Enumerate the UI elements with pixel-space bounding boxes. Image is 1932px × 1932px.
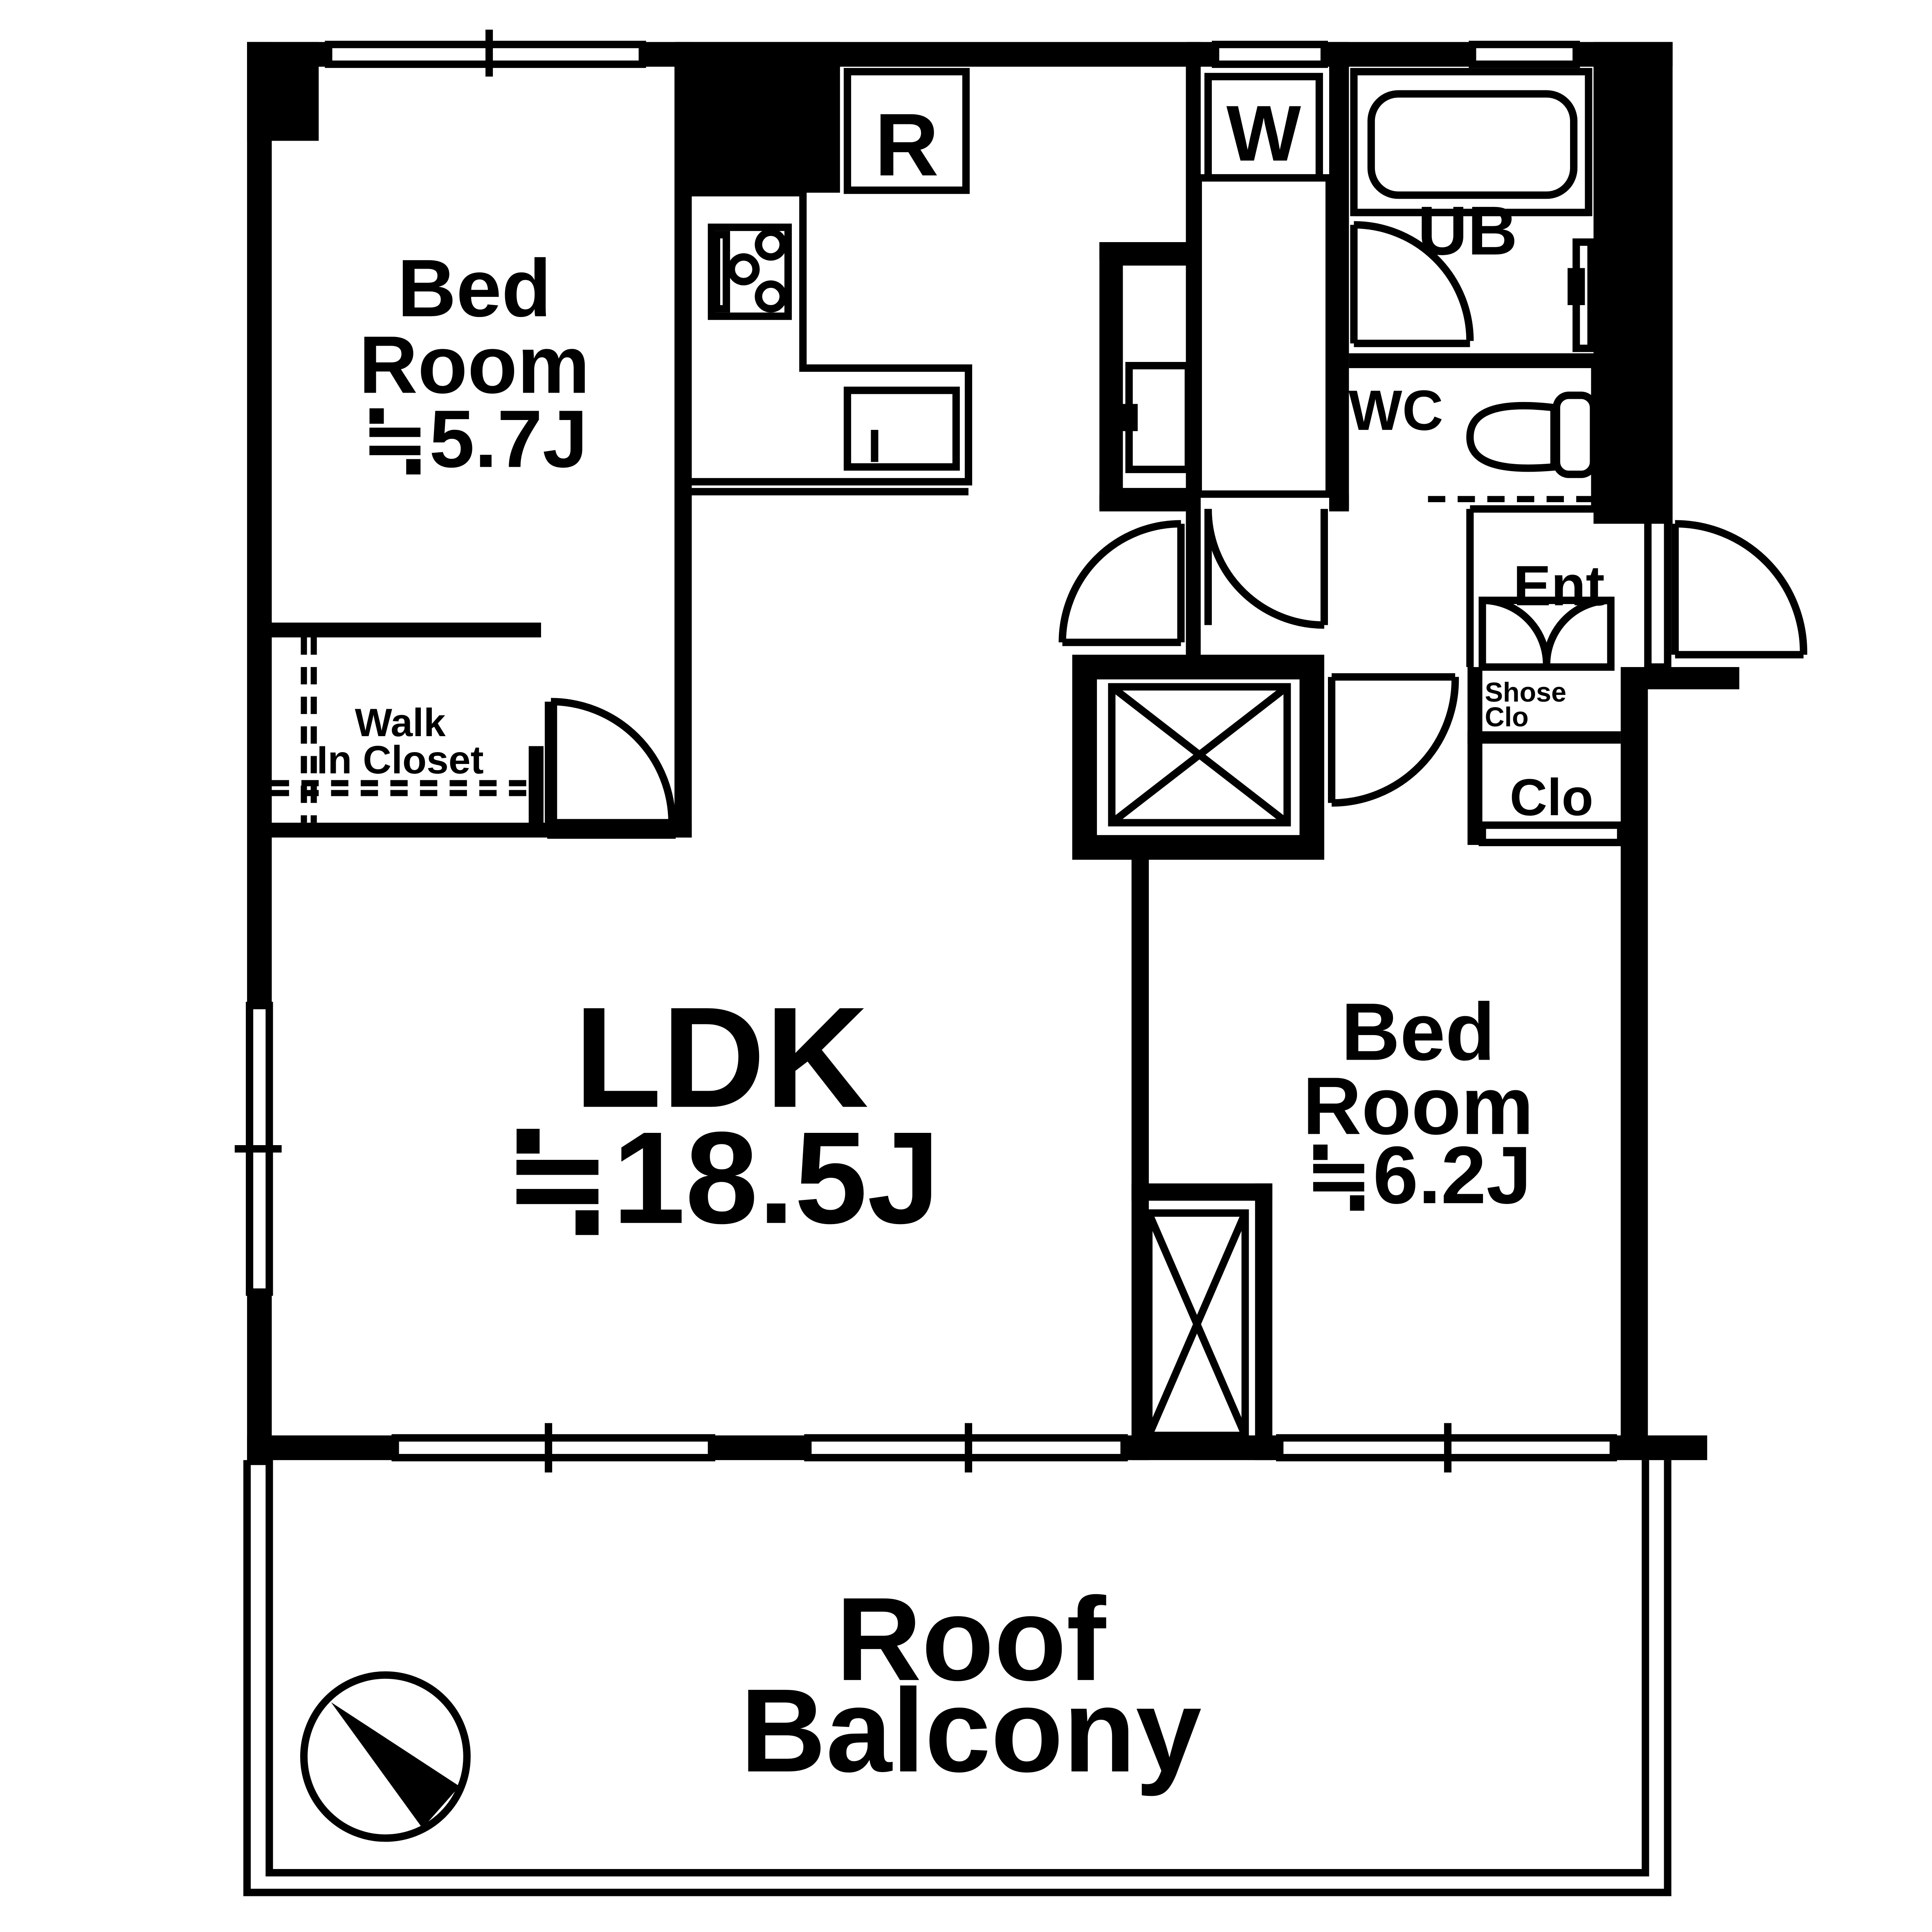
- bedroom-1-area: ≒5.7J: [361, 394, 588, 485]
- ldk-area: ≒18.5J: [503, 1104, 940, 1251]
- bedroom-1-label-line1: Bed: [398, 243, 552, 334]
- room-labels: Bed Room ≒5.7J Walk In Closet R W UB WC …: [317, 89, 1605, 1797]
- bedroom-2-label-line1: Bed: [1341, 987, 1495, 1078]
- roof-balcony-label-line1: Roof: [836, 1573, 1107, 1705]
- appliance-boxes: [843, 68, 1333, 498]
- walk-in-closet-label-line2: In Closet: [317, 738, 484, 782]
- refrigerator-label: R: [874, 95, 939, 195]
- shoe-closet-label-line2: Clo: [1485, 702, 1529, 732]
- entrance-label: Ent: [1513, 554, 1605, 618]
- walk-in-closet-label-line1: Walk: [355, 701, 446, 745]
- washer-label: W: [1227, 89, 1301, 177]
- ldk-label: LDK: [574, 977, 869, 1137]
- walls: [247, 42, 1739, 1465]
- doors: [545, 221, 1807, 847]
- roof-balcony-outline: [243, 1460, 1671, 1896]
- unit-bath-label: UB: [1418, 192, 1517, 269]
- toilet: [1428, 391, 1597, 502]
- kitchen-counter: [692, 189, 973, 496]
- bedroom-2-area: ≒6.2J: [1305, 1130, 1532, 1221]
- north-arrow-icon: [300, 1671, 471, 1842]
- closet-rails: [272, 637, 529, 823]
- bathtub: [1350, 68, 1595, 352]
- pipe-shafts: [1108, 683, 1291, 1439]
- roof-balcony-label-line2: Balcony: [740, 1665, 1202, 1797]
- bedroom-1-label-line2: Room: [359, 320, 590, 411]
- shoe-closet-label-line1: Shose: [1485, 678, 1566, 708]
- wc-label: WC: [1348, 379, 1443, 442]
- bedroom-2-label-line2: Room: [1303, 1061, 1534, 1152]
- closet-label: Clo: [1510, 768, 1593, 827]
- windows: [234, 29, 1617, 1473]
